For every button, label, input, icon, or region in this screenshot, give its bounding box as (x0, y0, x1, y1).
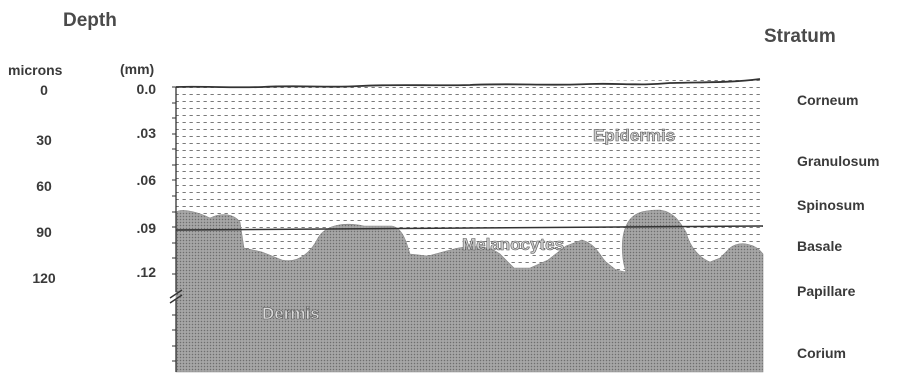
epidermis-label: Epidermis (593, 126, 675, 145)
dermis-label: Dermis (262, 304, 320, 323)
melanocytes-label: Melanocytes (462, 235, 564, 254)
